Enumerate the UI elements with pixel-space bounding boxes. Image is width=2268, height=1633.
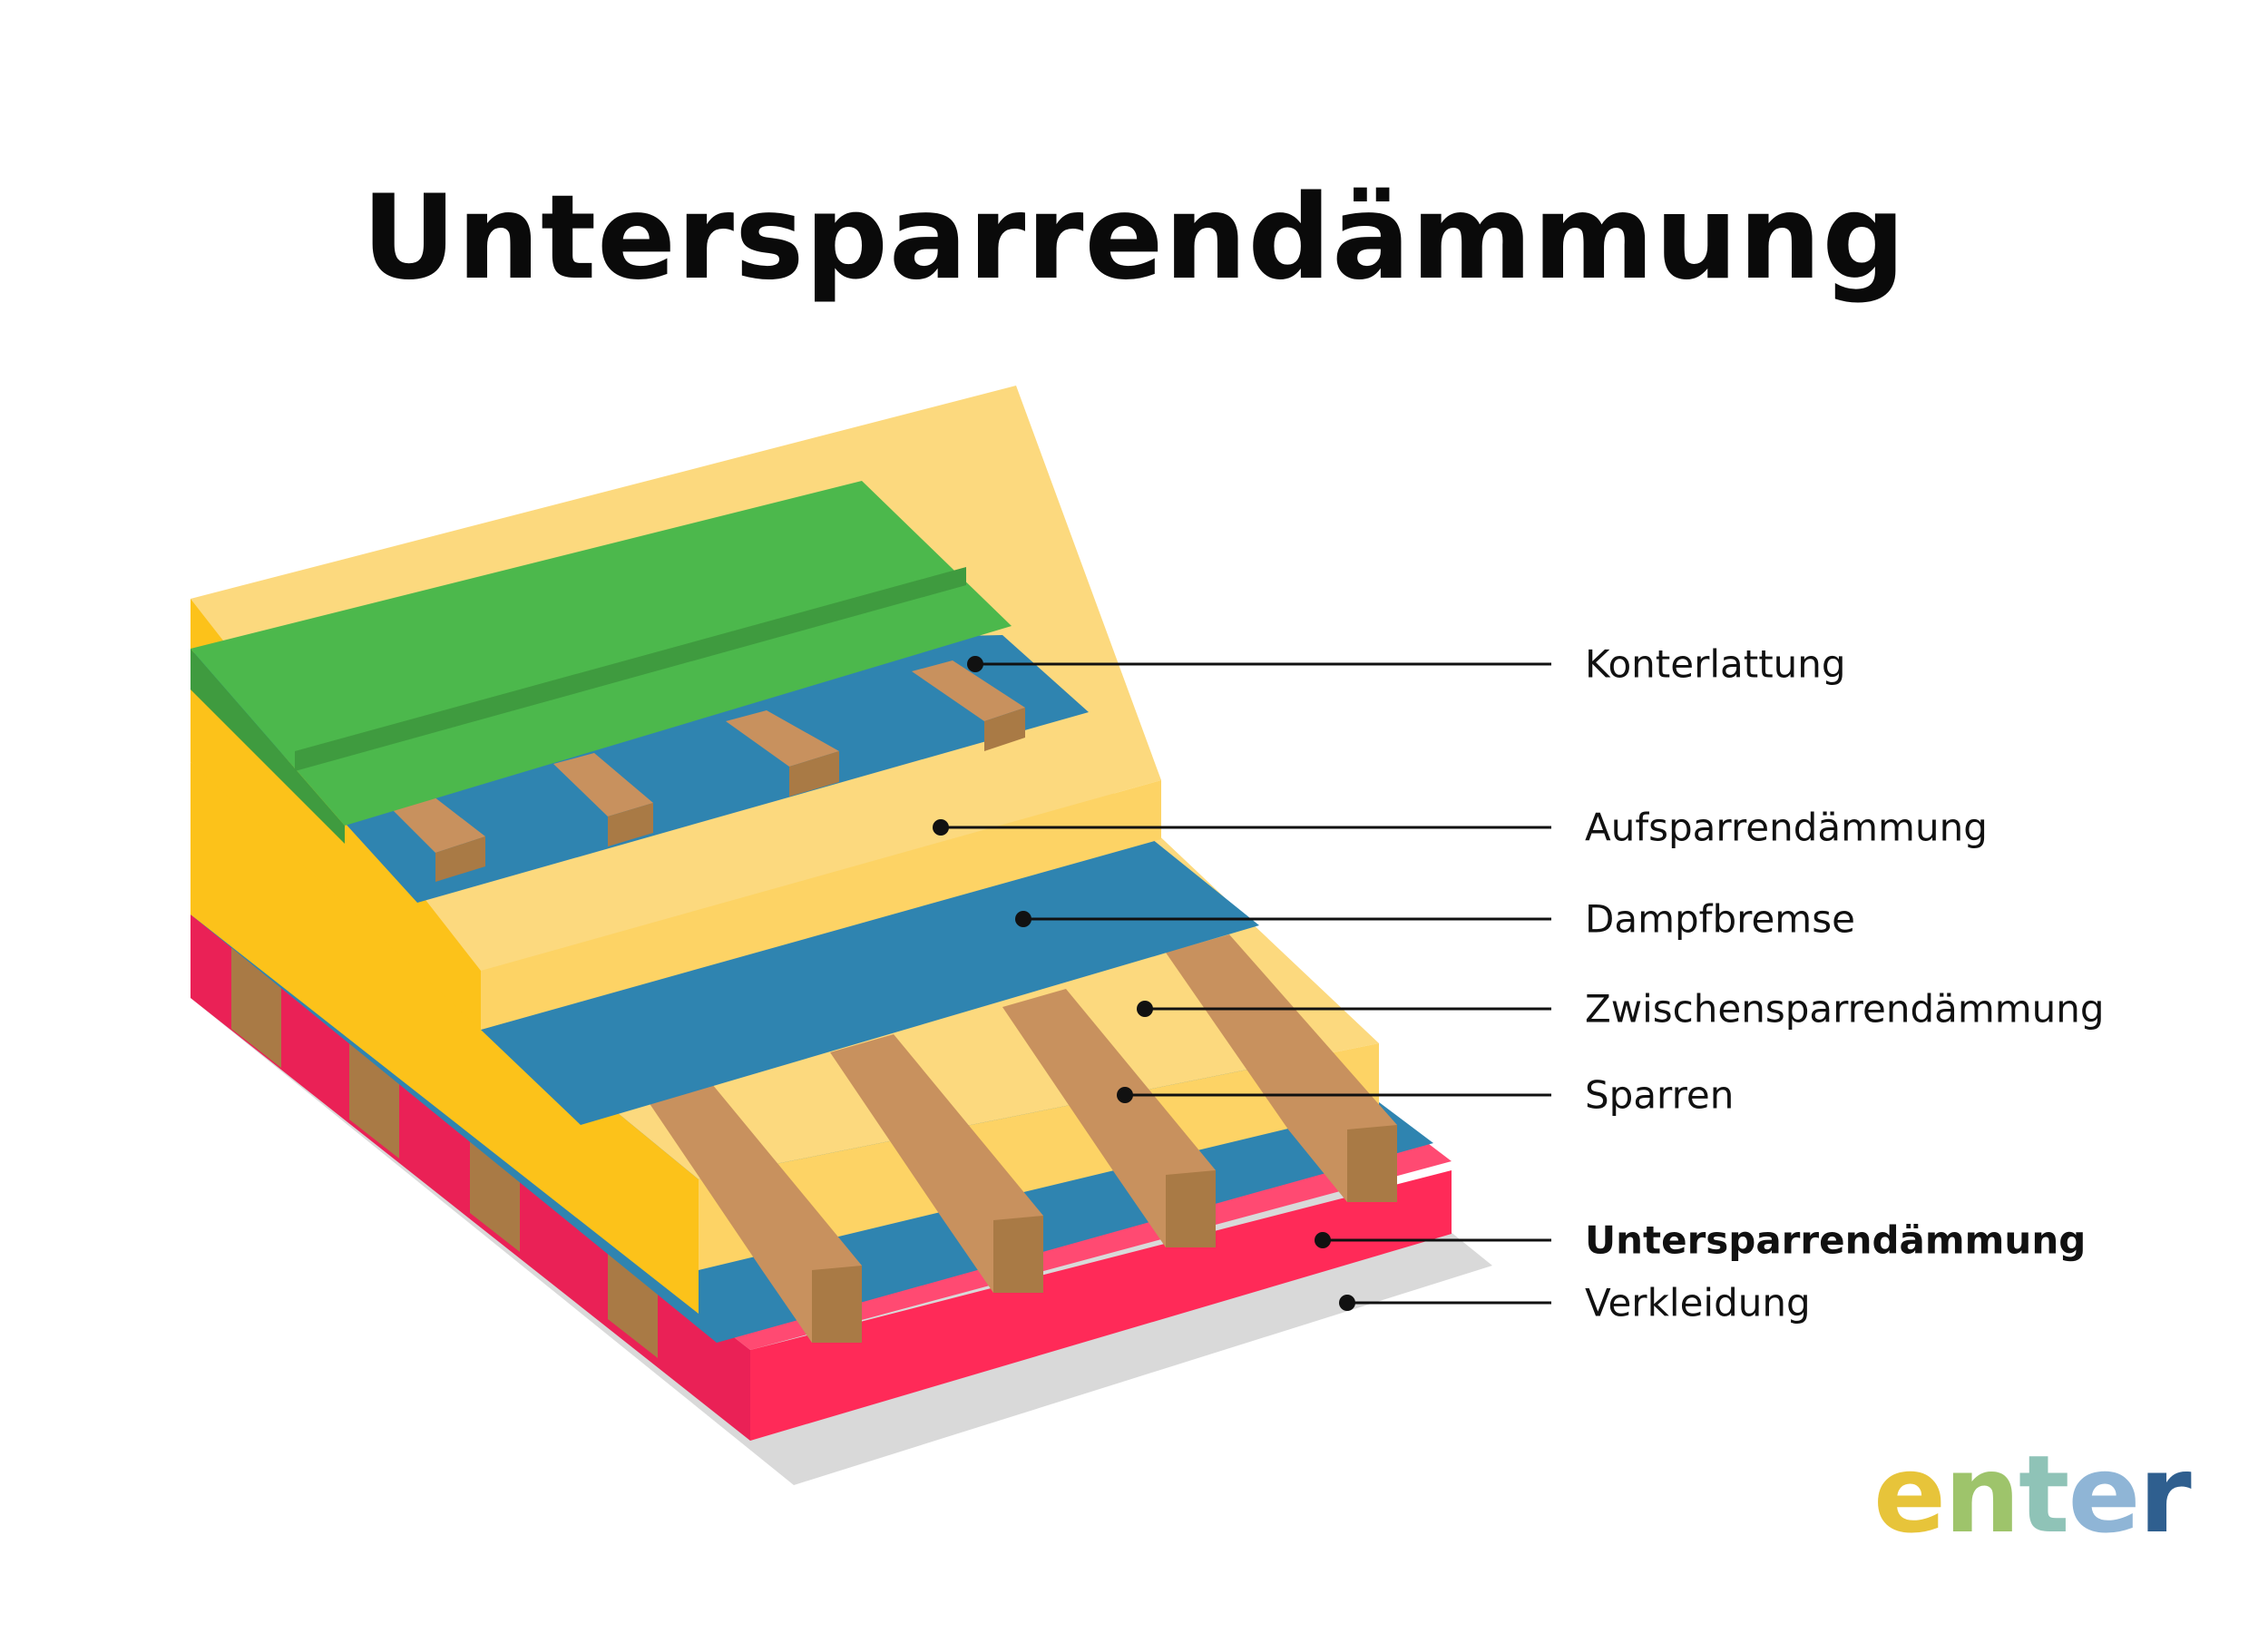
enter-logo: enter [1873, 1432, 2192, 1557]
label-untersparrendaemmung: Untersparrendämmung [1585, 1217, 2087, 1263]
logo-letter: e [2068, 1432, 2140, 1557]
under-rafter-insulation-side [750, 1170, 1452, 1441]
logo-letter: n [1944, 1432, 2020, 1557]
label-zwischensparrendaemmung: Zwischensparrendämmung [1585, 986, 2105, 1032]
label-dampfbremse: Dampfbremse [1585, 896, 1855, 942]
page-title: Untersparrendämmung [361, 171, 1907, 306]
leader-dots [933, 656, 1355, 1311]
vapor-barrier-layer [481, 839, 1259, 1125]
above-rafter-insulation-side [481, 780, 1161, 1030]
label-verkleidung: Verkleidung [1585, 1280, 1811, 1325]
rafters [649, 934, 1397, 1343]
label-konterlattung: Konterlattung [1585, 641, 1846, 687]
logo-letter: r [2138, 1432, 2192, 1557]
label-sparren: Sparren [1585, 1072, 1735, 1118]
logo-letter: e [1873, 1432, 1946, 1557]
label-aufsparrendaemmung: Aufsparrendämmung [1585, 805, 1988, 850]
between-rafter-insulation-front [191, 762, 699, 1314]
roof-cover-front [191, 649, 345, 844]
between-rafter-insulation-side [699, 1043, 1379, 1270]
counter-battens [381, 660, 1025, 882]
leader-lines [941, 662, 1551, 1305]
logo-letter: t [2019, 1432, 2069, 1557]
roof-cover-ridge [295, 567, 966, 771]
